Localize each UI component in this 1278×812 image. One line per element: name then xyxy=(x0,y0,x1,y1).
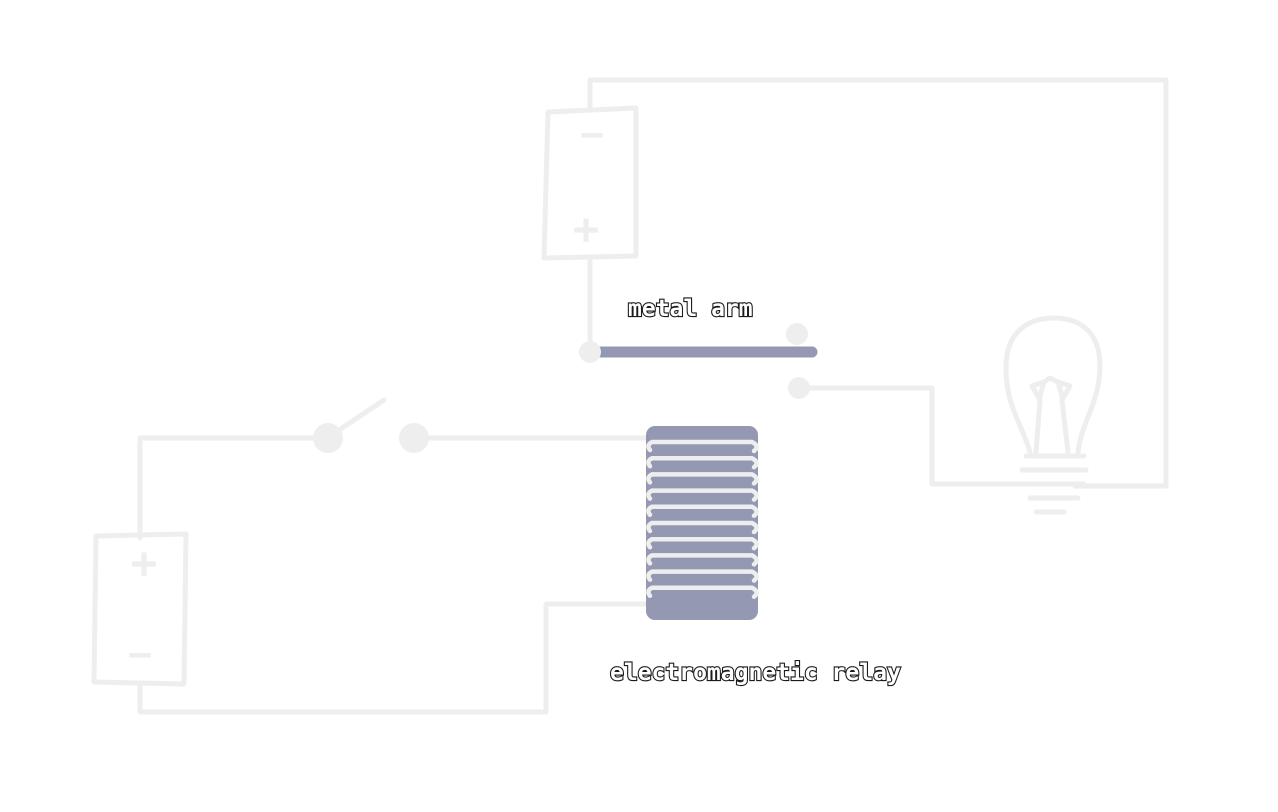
coil-winding-turn xyxy=(646,472,759,486)
coil-winding-turn xyxy=(646,455,759,470)
coil-winding-turn xyxy=(646,569,759,583)
light-bulb-glass xyxy=(1003,315,1103,455)
load-circuit-wire-top xyxy=(587,77,1169,489)
metal-arm-pivot xyxy=(579,341,601,363)
coil-winding-turn xyxy=(646,504,759,519)
top-battery: − + xyxy=(541,105,639,261)
top-battery-plus-sign: + xyxy=(573,204,600,255)
relay-switch: metal arm xyxy=(579,295,818,399)
upper-contact xyxy=(786,323,808,345)
metal-arm-label: metal arm xyxy=(628,296,753,322)
open-switch xyxy=(313,397,429,453)
light-bulb-filament xyxy=(1029,375,1073,455)
control-circuit-wire-return xyxy=(137,601,655,715)
left-battery-body xyxy=(91,531,189,687)
left-battery-plus-sign: + xyxy=(131,538,158,589)
load-circuit-wire-contact xyxy=(797,385,1025,487)
switch-terminal-right xyxy=(399,423,429,453)
electromagnetic-relay-label: electromagnetic relay xyxy=(610,660,901,686)
light-bulb-base xyxy=(1019,453,1089,515)
left-battery: + − xyxy=(91,531,189,687)
top-battery-body xyxy=(541,105,639,261)
load-circuit: − + xyxy=(541,77,1169,515)
control-circuit: + − xyxy=(91,397,655,715)
coil-windings xyxy=(646,439,759,600)
control-circuit-wire-switch xyxy=(137,435,323,541)
coil-winding-turn xyxy=(646,585,759,600)
coil-winding-turn xyxy=(646,553,759,567)
left-battery-minus-sign: − xyxy=(128,632,152,678)
lower-contact xyxy=(788,377,810,399)
electromagnet: electromagnetic relay xyxy=(609,426,902,687)
light-bulb xyxy=(1003,315,1103,515)
top-battery-minus-sign: − xyxy=(580,112,604,158)
coil-winding-turn xyxy=(646,488,759,502)
coil-winding-turn xyxy=(646,520,759,535)
coil-winding-turn xyxy=(646,439,759,454)
coil-winding-turn xyxy=(646,536,759,551)
switch-lever xyxy=(327,397,387,439)
